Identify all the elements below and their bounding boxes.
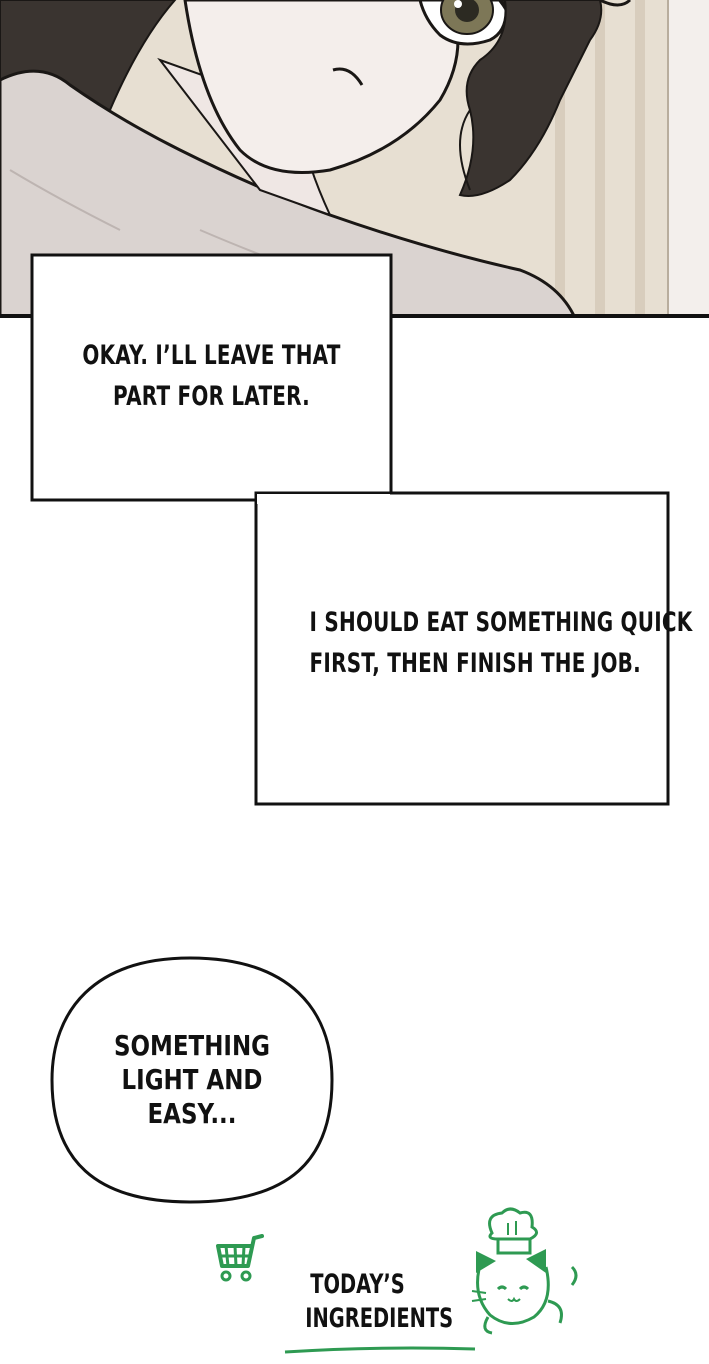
caption-1-text: OKAY. I’LL LEAVE THAT PART FOR LATER. bbox=[79, 335, 345, 417]
manga-panel-art bbox=[0, 0, 709, 318]
speech-line-2: LIGHT AND bbox=[121, 1063, 263, 1096]
ingredients-title: TODAY’S INGREDIENTS bbox=[305, 1268, 454, 1336]
caption-2-text: I SHOULD EAT SOMETHING QUICK FIRST, THEN… bbox=[309, 602, 693, 684]
right-wall-column bbox=[668, 0, 709, 318]
character-mouth bbox=[332, 67, 364, 86]
ingredients-underline bbox=[284, 1346, 476, 1354]
character-face bbox=[183, 0, 460, 174]
caption-1-line-1: OKAY. I’LL LEAVE THAT bbox=[82, 340, 341, 371]
character-hair-front bbox=[458, 0, 603, 197]
ingredients-line-2: INGREDIENTS bbox=[305, 1303, 454, 1334]
caption-2-line-1: I SHOULD EAT SOMETHING QUICK bbox=[309, 607, 693, 638]
caption-2-line-2: FIRST, THEN FINISH THE JOB. bbox=[309, 648, 641, 679]
speech-line-3: EASY... bbox=[147, 1097, 237, 1130]
character-eye bbox=[418, 0, 508, 46]
speech-bubble-text: SOMETHING LIGHT AND EASY... bbox=[77, 1029, 307, 1131]
chef-cat-icon bbox=[471, 1207, 578, 1335]
ingredients-line-1: TODAY’S bbox=[310, 1269, 405, 1300]
speech-line-1: SOMETHING bbox=[113, 1029, 271, 1062]
caption-1-line-2: PART FOR LATER. bbox=[113, 381, 310, 412]
shopping-cart-icon bbox=[216, 1234, 264, 1282]
